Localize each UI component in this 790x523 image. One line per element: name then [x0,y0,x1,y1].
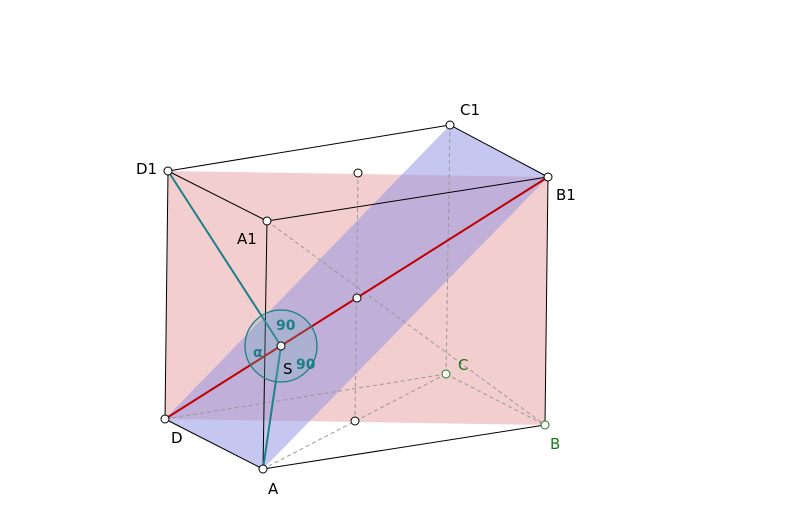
points-green [441,369,550,430]
label-b: B [550,435,560,453]
point-center [352,293,362,303]
label-c: C [458,356,468,374]
point-d1 [163,166,173,176]
label-c1: C1 [460,101,480,119]
angle-label-top: 90 [276,318,296,334]
point-bottom-mid [350,416,360,426]
teal-segments [167,170,282,470]
point-d [160,414,170,424]
angle-label-alpha: α [253,345,263,361]
visible-edges [164,124,549,470]
angle-label-right: 90 [296,357,316,373]
label-d1: D1 [136,160,157,178]
label-s: S [283,360,293,378]
point-s [276,341,286,351]
point-c1 [445,120,455,130]
label-b1: B1 [556,186,576,204]
hidden-edges [164,124,546,470]
points [160,120,553,474]
point-a [258,464,268,474]
point-a1 [262,216,272,226]
label-d: D [171,429,183,447]
point-c [441,369,451,379]
point-top-mid [353,168,363,178]
point-b1 [543,172,553,182]
label-a: A [268,480,279,498]
point-b [540,420,550,430]
label-a1: A1 [237,230,257,248]
